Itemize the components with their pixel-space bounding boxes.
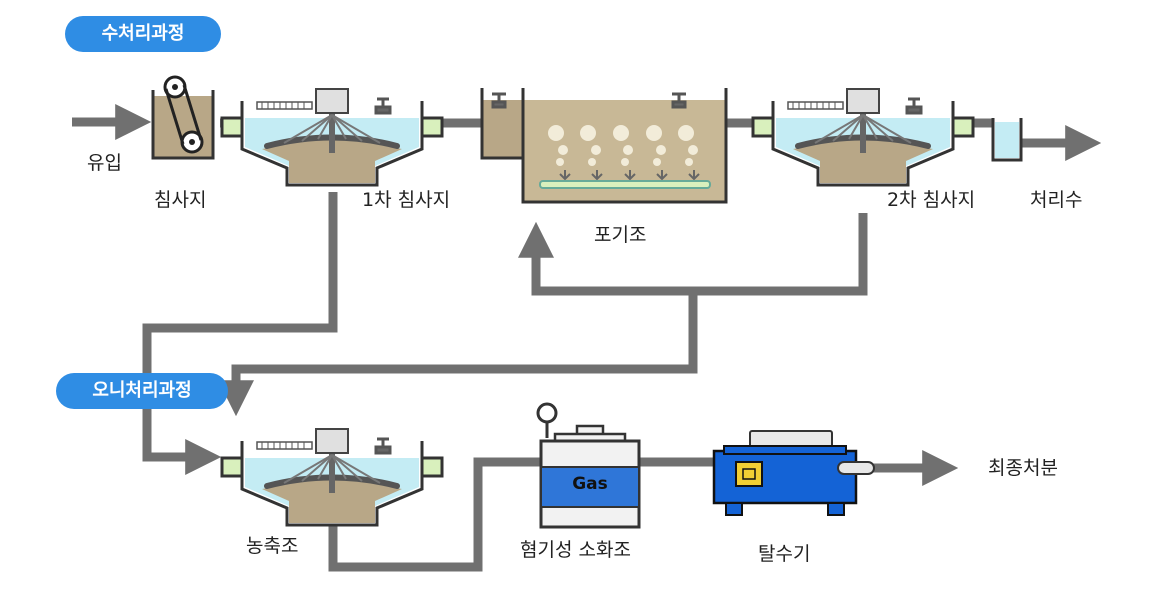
diffuser-pipe xyxy=(539,180,711,189)
dewatering-machine xyxy=(712,430,875,516)
aeration-tank-label: 포기조 xyxy=(594,224,647,246)
sludge-process-badge: 오니처리과정 xyxy=(56,373,228,409)
thickener xyxy=(222,429,442,525)
inflow-label: 유입 xyxy=(87,152,122,174)
pipes xyxy=(72,104,1102,572)
gas-band xyxy=(540,466,640,508)
aeration-tank xyxy=(521,88,728,204)
final-disposal-label: 최종처분 xyxy=(988,457,1058,479)
air-bubbles xyxy=(548,125,698,166)
dewatering-machine-label: 탈수기 xyxy=(758,543,811,565)
primary-sludge-line xyxy=(142,192,338,475)
thickener-label: 농축조 xyxy=(246,535,299,557)
pipe-thickener-to-digester xyxy=(328,457,540,572)
water-process-badge: 수처리과정 xyxy=(65,16,221,52)
secondary-clarifier xyxy=(753,89,973,185)
anaerobic-digester-label: 혐기성 소화조 xyxy=(520,539,631,561)
excess-sludge-line xyxy=(218,291,698,417)
gauge-icon xyxy=(536,402,558,424)
primary-clarifier-label: 1차 침사지 xyxy=(362,189,451,211)
anaerobic-digester xyxy=(536,402,641,529)
secondary-clarifier-label: 2차 침사지 xyxy=(887,189,976,211)
grit-chamber-label: 침사지 xyxy=(154,189,207,211)
return-sludge-line xyxy=(518,213,868,296)
gas-label: Gas xyxy=(572,474,608,494)
inlet-channel xyxy=(480,88,522,160)
treated-water-label: 처리수 xyxy=(1030,189,1083,211)
primary-clarifier xyxy=(222,89,442,185)
grit-chamber xyxy=(151,75,215,160)
outlet-box xyxy=(991,118,1023,162)
